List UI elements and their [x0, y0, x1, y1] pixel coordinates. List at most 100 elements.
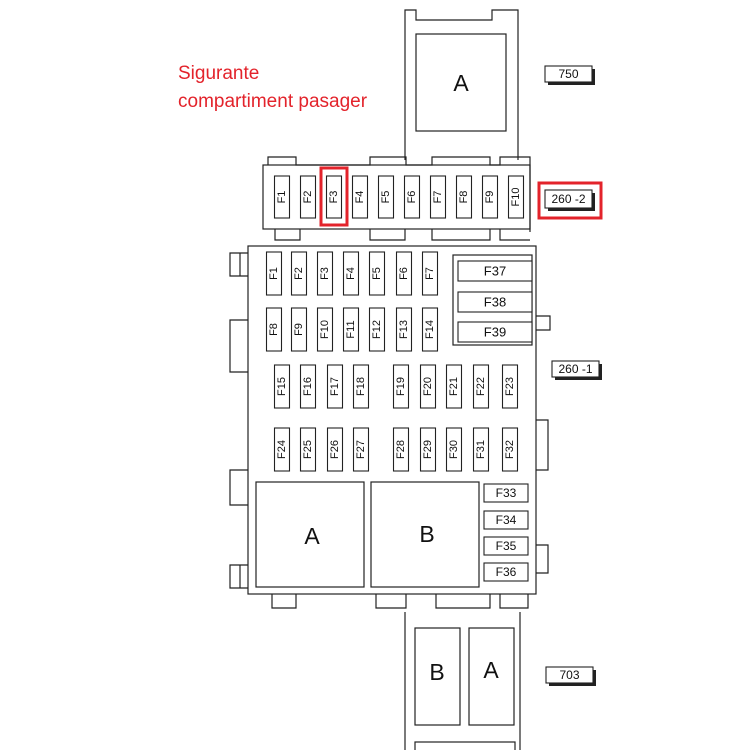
main-relay-slot-a: [255, 481, 365, 588]
fuse-main-f30: F30: [445, 427, 463, 472]
fuse-main-f7-label: F7: [424, 267, 436, 280]
fuse-main-f35-outline: [483, 536, 529, 556]
fuse-main-f17: F17: [326, 364, 344, 409]
fuse-main-f5-outline: [368, 251, 386, 296]
fuse-upper-f5: F5: [377, 175, 395, 219]
fuse-main-f19: F19: [392, 364, 410, 409]
fuse-upper-f9-outline: [481, 175, 499, 219]
code-box-260-1-box: [551, 360, 600, 378]
fuse-main-f20: F20: [419, 364, 437, 409]
fuse-main-f4-label: F4: [345, 267, 357, 280]
fuse-upper-f6-outline: [403, 175, 421, 219]
fuse-main-f2: F2: [290, 251, 308, 296]
fuse-main-f39-label: F39: [484, 325, 506, 340]
code-box-260-1-label: 260 -1: [558, 362, 592, 376]
fuse-main-f37-label: F37: [484, 264, 506, 279]
fuse-main-f3: F3: [316, 251, 334, 296]
fuse-main-f39-outline: [457, 321, 533, 343]
fuse-main-f22: F22: [472, 364, 490, 409]
fuse-main-f31: F31: [472, 427, 490, 472]
fuse-main-f4: F4: [342, 251, 360, 296]
bottom-relay-slot-b: [414, 627, 461, 726]
fuse-main-f4-outline: [342, 251, 360, 296]
fuse-main-f25-outline: [299, 427, 317, 472]
fuse-upper-f8-outline: [455, 175, 473, 219]
top-module-housing: [404, 9, 519, 160]
fuse-main-f18: F18: [352, 364, 370, 409]
fuse-main-f24-label: F24: [276, 440, 288, 459]
fuse-main-f33-label: F33: [496, 486, 517, 500]
relay-label-top: A: [453, 70, 469, 96]
fuse-main-f28-outline: [392, 427, 410, 472]
code-box-260-2: 260 -2: [537, 181, 603, 220]
fuse-main-f31-outline: [472, 427, 490, 472]
fuse-main-f25: F25: [299, 427, 317, 472]
code-box-260-2-label: 260 -2: [551, 192, 585, 206]
fuse-upper-f10-outline: [507, 175, 525, 219]
main-relay-slot-b: [370, 481, 480, 588]
fuse-upper-f2: F2: [299, 175, 317, 219]
code-box-260-1: 260 -1: [551, 360, 602, 380]
fuse-main-f7: F7: [421, 251, 439, 296]
fuse-main-f33: F33: [483, 483, 529, 503]
fuse-main-f5-label: F5: [371, 267, 383, 280]
fuse-main-f28: F28: [392, 427, 410, 472]
fuse-main-f18-label: F18: [355, 377, 367, 396]
fuse-main-f12-outline: [368, 307, 386, 352]
fuse-upper-f6: F6: [403, 175, 421, 219]
fuse-upper-f7-outline: [429, 175, 447, 219]
fuse-main-f28-label: F28: [395, 440, 407, 459]
fuse-main-f3-outline: [316, 251, 334, 296]
fuse-main-f32: F32: [501, 427, 519, 472]
fuse-main-f3-label: F3: [319, 267, 331, 280]
fuse-main-f2-outline: [290, 251, 308, 296]
fuse-upper-f3-outline: [325, 175, 343, 219]
fuse-upper-f9: F9: [481, 175, 499, 219]
fuse-main-f38-label: F38: [484, 295, 506, 310]
fuse-main-f1-outline: [265, 251, 283, 296]
code-box-703-label: 703: [559, 668, 579, 682]
fuse-upper-f5-outline: [377, 175, 395, 219]
fuse-upper-f10-label: F10: [510, 188, 522, 207]
fuse-main-f36-outline: [483, 562, 529, 582]
fuse-main-f32-outline: [501, 427, 519, 472]
fuse-main-f26: F26: [326, 427, 344, 472]
fuse-upper-f9-label: F9: [484, 191, 496, 204]
fuse-main-f36: F36: [483, 562, 529, 582]
upper-row-body: [262, 164, 531, 230]
fuse-main-f19-label: F19: [395, 377, 407, 396]
fuse-main-f14-outline: [421, 307, 439, 352]
fuse-main-f17-label: F17: [329, 377, 341, 396]
fuse-main-f11: F11: [342, 307, 360, 352]
code-box-750-box: [544, 65, 593, 83]
code-box-703-box: [545, 666, 594, 684]
fuse-upper-f3: F3: [325, 175, 343, 219]
fuse-main-f38-outline: [457, 291, 533, 313]
fuse-main-f2-label: F2: [293, 267, 305, 280]
fuse-main-f6: F6: [395, 251, 413, 296]
relay-label-bottom-a: A: [483, 657, 499, 683]
fuse-main-f16-label: F16: [302, 377, 314, 396]
fuse-main-f27-outline: [352, 427, 370, 472]
highlight-box-260-2: [537, 181, 603, 220]
code-box-260-2-box: [544, 189, 593, 209]
fuse-main-f10-outline: [316, 307, 334, 352]
fuse-upper-f1-label: F1: [276, 191, 288, 204]
fuse-main-f6-outline: [395, 251, 413, 296]
fuse-main-f17-outline: [326, 364, 344, 409]
fuse-main-f34: F34: [483, 510, 529, 530]
fuse-main-f15: F15: [273, 364, 291, 409]
fuse-upper-f4-label: F4: [354, 191, 366, 204]
relay-label-bottom-b: B: [429, 659, 444, 685]
fuse-main-f12-label: F12: [371, 320, 383, 339]
fuse-upper-f4: F4: [351, 175, 369, 219]
fuse-main-f9-label: F9: [293, 323, 305, 336]
fuse-upper-f1-outline: [273, 175, 291, 219]
fuse-main-f32-label: F32: [504, 440, 516, 459]
fuse-main-f36-label: F36: [496, 565, 517, 579]
fuse-main-f27-label: F27: [355, 440, 367, 459]
fuse-main-f13: F13: [395, 307, 413, 352]
fuse-main-f22-label: F22: [475, 377, 487, 396]
fuse-main-f29: F29: [419, 427, 437, 472]
